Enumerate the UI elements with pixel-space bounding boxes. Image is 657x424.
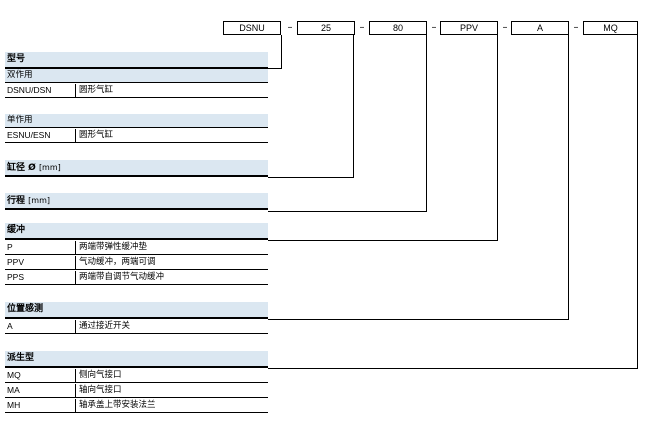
connector-model-h — [268, 68, 282, 69]
table-row: PPV 气动缓冲，两端可调 — [5, 256, 268, 270]
section-header-cushion: 缓冲 — [5, 223, 268, 240]
connector-variant-v — [637, 35, 638, 369]
code-box-model: DSNU — [223, 21, 281, 35]
code-box-sensing: A — [511, 21, 569, 35]
option-code: MH — [7, 400, 21, 410]
unit-label: [mm] — [38, 163, 61, 172]
section-title: 行程 — [7, 196, 26, 206]
separator: – — [359, 22, 365, 33]
option-code: P — [7, 242, 13, 252]
section-header-stroke: 行程 [mm] — [5, 193, 268, 210]
connector-variant-h — [268, 368, 638, 369]
option-code: ESNU/ESN — [7, 130, 51, 140]
option-desc: 两端带自调节气动缓冲 — [75, 271, 269, 284]
code-box-variant: MQ — [583, 21, 638, 35]
connector-cushion-h — [268, 240, 498, 241]
connector-cushion-v — [497, 35, 498, 241]
table-row: MQ 侧向气接口 — [5, 369, 268, 383]
connector-sensing-v — [568, 35, 569, 320]
section-title: 派生型 — [7, 353, 35, 363]
connector-stroke-v — [426, 35, 427, 212]
table-row: PPS 两端带自调节气动缓冲 — [5, 271, 268, 285]
option-desc: 圆形气缸 — [75, 129, 269, 142]
table-row: MH 轴承盖上带安装法兰 — [5, 399, 268, 413]
section-title: 缸径 Ø — [7, 163, 36, 173]
group-label-single: 单作用 — [5, 114, 268, 128]
separator: – — [431, 22, 437, 33]
section-header-model: 型号 — [5, 52, 268, 69]
option-code: PPS — [7, 272, 25, 282]
option-desc: 两端带弹性缓冲垫 — [75, 241, 269, 254]
section-title: 型号 — [7, 54, 26, 64]
section-header-bore: 缸径 Ø [mm] — [5, 160, 268, 177]
option-desc: 轴向气接口 — [75, 384, 269, 397]
option-code: MQ — [7, 370, 21, 380]
connector-sensing-h — [268, 319, 569, 320]
group-label-double: 双作用 — [5, 69, 268, 83]
separator: – — [573, 22, 579, 33]
option-code: DSNU/DSN — [7, 85, 52, 95]
connector-model-v — [281, 35, 282, 69]
table-row: ESNU/ESN 圆形气缸 — [5, 129, 268, 143]
connector-stroke-h — [268, 211, 427, 212]
connector-bore-v — [353, 35, 354, 178]
separator: – — [287, 22, 293, 33]
connector-bore-h — [268, 177, 354, 178]
separator: – — [502, 22, 508, 33]
code-box-bore: 25 — [297, 21, 355, 35]
option-code: A — [7, 321, 13, 331]
option-desc: 通过接近开关 — [75, 320, 269, 333]
spacer — [5, 99, 268, 112]
code-box-stroke: 80 — [369, 21, 427, 35]
group-label: 双作用 — [7, 70, 33, 80]
section-header-variant: 派生型 — [5, 351, 268, 368]
table-row: DSNU/DSN 圆形气缸 — [5, 84, 268, 98]
option-desc: 圆形气缸 — [75, 84, 269, 97]
table-row: A 通过接近开关 — [5, 320, 268, 334]
group-label: 单作用 — [7, 115, 33, 125]
section-header-sensing: 位置感测 — [5, 302, 268, 319]
section-title: 位置感测 — [7, 304, 44, 314]
option-code: PPV — [7, 257, 25, 267]
table-row: MA 轴向气接口 — [5, 384, 268, 398]
code-box-cushion: PPV — [440, 21, 498, 35]
option-desc: 侧向气接口 — [75, 369, 269, 382]
option-code: MA — [7, 385, 20, 395]
unit-label: [mm] — [28, 196, 50, 205]
option-desc: 轴承盖上带安装法兰 — [75, 399, 269, 412]
table-row: P 两端带弹性缓冲垫 — [5, 241, 268, 255]
section-title: 缓冲 — [7, 225, 26, 235]
option-desc: 气动缓冲，两端可调 — [75, 256, 269, 269]
